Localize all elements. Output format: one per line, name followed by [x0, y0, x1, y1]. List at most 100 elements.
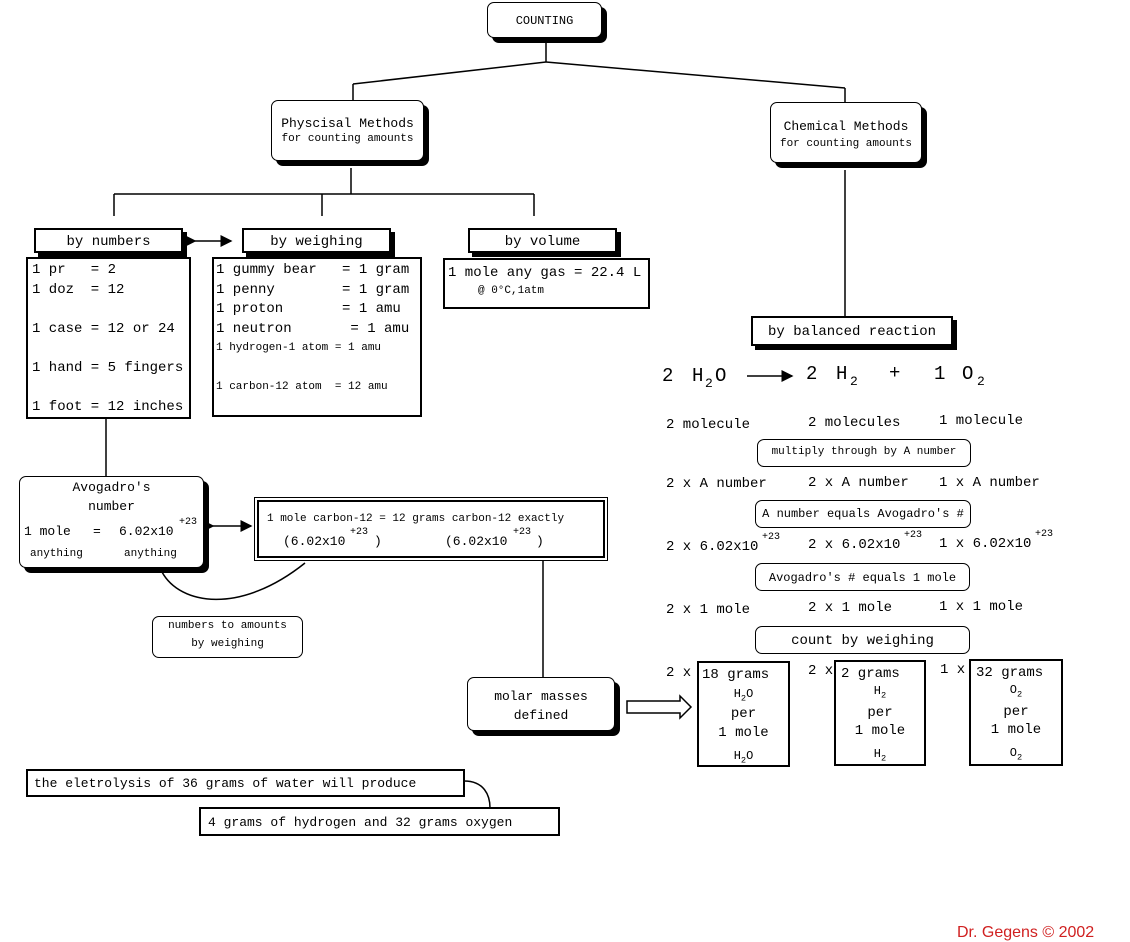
- numbers-to-amounts-box: numbers to amounts by weighing: [152, 616, 303, 658]
- sci-col-3-exp: +23: [1035, 529, 1054, 540]
- weighing-line-4: 1 neutron = 1 amu: [216, 320, 410, 337]
- anumber-col-1: 2 x A number: [666, 476, 767, 492]
- numbers-to-amounts-line-2: by weighing: [191, 638, 264, 650]
- molecules-col-3: 1 molecule: [939, 413, 1024, 429]
- balanced-reaction-text: by balanced reaction: [767, 324, 937, 340]
- anumber-col-2: 2 x A number: [808, 475, 909, 491]
- mass-mole: 1 mole: [854, 723, 906, 739]
- credit-text: Dr. Gegens © 2002: [957, 924, 1095, 941]
- mass-per: per: [867, 705, 893, 721]
- avogadro-number-box: Avogadro's number 1 mole = 6.02x10 +23 a…: [19, 476, 204, 568]
- sci-col-2-exp: +23: [904, 530, 923, 541]
- chemical-methods-box: Chemical Methods for counting amounts: [770, 102, 922, 163]
- weighing-line-7: 1 carbon-12 atom = 12 amu: [216, 381, 388, 393]
- mass-grams: 32 grams: [976, 665, 1044, 681]
- molar-masses-box: molar masses defined: [467, 677, 615, 731]
- by-numbers-list: 1 pr = 2 1 doz = 12 1 case = 12 or 24 1 …: [26, 257, 191, 419]
- avogadro-exponent: +23: [179, 517, 198, 528]
- carbon-count-1: (6.02x10: [283, 534, 346, 549]
- molar-masses-line-1: molar masses: [494, 689, 588, 704]
- numbers-line-8: 1 foot = 12 inches: [32, 398, 184, 415]
- eq-reactant-h: H: [692, 365, 704, 387]
- sci-col-1: 2 x 6.02x10: [666, 539, 759, 555]
- avogadro-title-2: number: [88, 499, 135, 514]
- step-multiply-text: multiply through by A number: [771, 446, 957, 458]
- by-numbers-text: by numbers: [66, 234, 151, 250]
- counting-box: COUNTING: [487, 2, 602, 38]
- volume-line-2: @ 0°C,1atm: [478, 285, 545, 297]
- numbers-line-2: 1 doz = 12: [32, 281, 125, 298]
- eq-reactant-sub: 2: [705, 376, 713, 391]
- eq-product-o-sub: 2: [977, 374, 985, 389]
- mass-formula-bottom: H2: [873, 747, 887, 764]
- physical-methods-subtitle: for counting amounts: [281, 133, 414, 145]
- mass-formula-bottom: H2O: [733, 749, 754, 766]
- avogadro-title-1: Avogadro's: [72, 480, 151, 495]
- mass-formula-top: O2: [1009, 683, 1023, 700]
- grams-prefix-3: 1 x: [940, 662, 966, 678]
- step-weighing-box: count by weighing: [755, 626, 970, 654]
- eq-plus: +: [889, 362, 901, 384]
- mass-box-oxygen: 32 grams O2 per 1 mole O2: [969, 659, 1063, 766]
- carbon-count-2: (6.02x10: [445, 534, 508, 549]
- mass-formula-top: H2: [873, 684, 887, 701]
- by-weighing-label: by weighing: [242, 228, 391, 253]
- mass-mole: 1 mole: [990, 722, 1042, 738]
- mass-box-hydrogen: 2 grams H2 per 1 mole H2: [834, 660, 926, 766]
- physical-methods-box: Physcisal Methods for counting amounts: [271, 100, 424, 161]
- molar-masses-line-2: defined: [513, 708, 569, 723]
- carbon-count-1-close: ): [374, 534, 382, 549]
- step-anumber-box: A number equals Avogadro's #: [755, 500, 971, 528]
- counting-title: COUNTING: [515, 14, 574, 28]
- avogadro-mole: 1 mole: [24, 524, 71, 539]
- numbers-to-amounts-line-1: numbers to amounts: [168, 620, 287, 632]
- step-weighing-text: count by weighing: [791, 633, 934, 649]
- avogadro-anything-2: anything: [124, 548, 177, 560]
- by-weighing-list: 1 gummy bear = 1 gram 1 penny = 1 gram 1…: [212, 257, 422, 417]
- weighing-line-6: [216, 359, 420, 379]
- sci-col-3: 1 x 6.02x10: [939, 536, 1032, 552]
- moles-col-3: 1 x 1 mole: [939, 599, 1024, 615]
- by-volume-text: by volume: [504, 234, 581, 250]
- by-volume-box: 1 mole any gas = 22.4 L @ 0°C,1atm: [443, 258, 650, 309]
- molecules-col-1: 2 molecule: [666, 417, 751, 433]
- eq-product-h-sub: 2: [850, 374, 858, 389]
- mass-box-water: 18 grams H2O per 1 mole H2O: [697, 661, 790, 767]
- carbon-count-1-exp: +23: [350, 527, 369, 538]
- chemical-methods-title: Chemical Methods: [783, 119, 909, 134]
- eq-coef-3: 1: [934, 363, 946, 385]
- mass-formula-top: H2O: [733, 687, 754, 704]
- numbers-line-7: [32, 378, 189, 398]
- avogadro-anything-1: anything: [30, 548, 83, 560]
- avogadro-equals: =: [93, 524, 101, 539]
- eq-product-o: O: [962, 363, 974, 385]
- step-anumber-text: A number equals Avogadro's #: [762, 507, 964, 521]
- sci-col-2: 2 x 6.02x10: [808, 537, 901, 553]
- weighing-line-5: 1 hydrogen-1 atom = 1 amu: [216, 342, 382, 354]
- carbon-count-2-exp: +23: [513, 527, 532, 538]
- numbers-line-1: 1 pr = 2: [32, 262, 117, 278]
- moles-col-2: 2 x 1 mole: [808, 600, 893, 616]
- molecules-col-2: 2 molecules: [808, 415, 901, 431]
- moles-col-1: 2 x 1 mole: [666, 602, 751, 618]
- grams-prefix-2: 2 x: [808, 663, 834, 679]
- electrolysis-box: the eletrolysis of 36 grams of water wil…: [26, 769, 465, 797]
- result-text: 4 grams of hydrogen and 32 grams oxygen: [208, 815, 513, 830]
- weighing-line-3: 1 proton = 1 amu: [216, 301, 401, 317]
- mass-formula-bottom: O2: [1009, 746, 1023, 763]
- by-volume-label: by volume: [468, 228, 617, 253]
- weighing-line-2: 1 penny = 1 gram: [216, 281, 410, 298]
- anumber-col-3: 1 x A number: [939, 475, 1040, 491]
- sci-col-1-exp: +23: [762, 532, 781, 543]
- step-avogadro-box: Avogadro's # equals 1 mole: [755, 563, 970, 591]
- mass-per: per: [1003, 704, 1029, 720]
- numbers-line-3: [32, 300, 189, 320]
- eq-reactant-o: O: [715, 365, 727, 387]
- result-box: 4 grams of hydrogen and 32 grams oxygen: [199, 807, 560, 836]
- mole-carbon-box: 1 mole carbon-12 = 12 grams carbon-12 ex…: [254, 497, 608, 561]
- numbers-line-5: [32, 339, 189, 359]
- chemical-methods-subtitle: for counting amounts: [779, 138, 913, 150]
- avogadro-mantissa: 6.02x10: [119, 524, 174, 539]
- step-multiply-box: multiply through by A number: [757, 439, 971, 467]
